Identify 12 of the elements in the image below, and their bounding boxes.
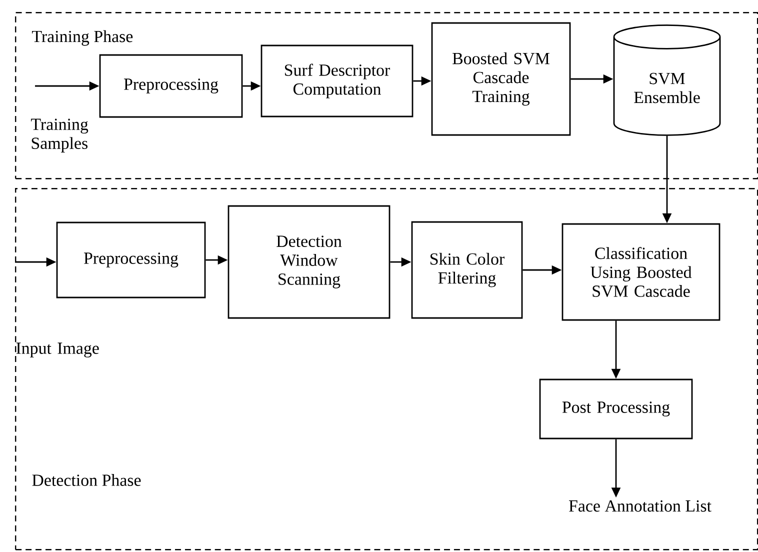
process-box: Preprocessing [99,54,243,118]
database-cylinder: SVM Ensemble [613,24,721,136]
process-box: Surf Descriptor Computation [260,44,414,118]
input-label: Input Image [16,342,99,358]
process-box: Classification Using Boosted SVM Cascade [562,223,720,321]
process-box: Skin Color Filtering [411,221,523,319]
output-text: Face Annotation List [569,500,712,512]
process-box: Boosted SVM Cascade Training [431,22,571,136]
process-box: Preprocessing [56,222,206,298]
input-label: Training Samples [31,118,88,152]
process-box: Detection Window Scanning [228,205,390,319]
process-box: Post Processing [539,378,693,440]
